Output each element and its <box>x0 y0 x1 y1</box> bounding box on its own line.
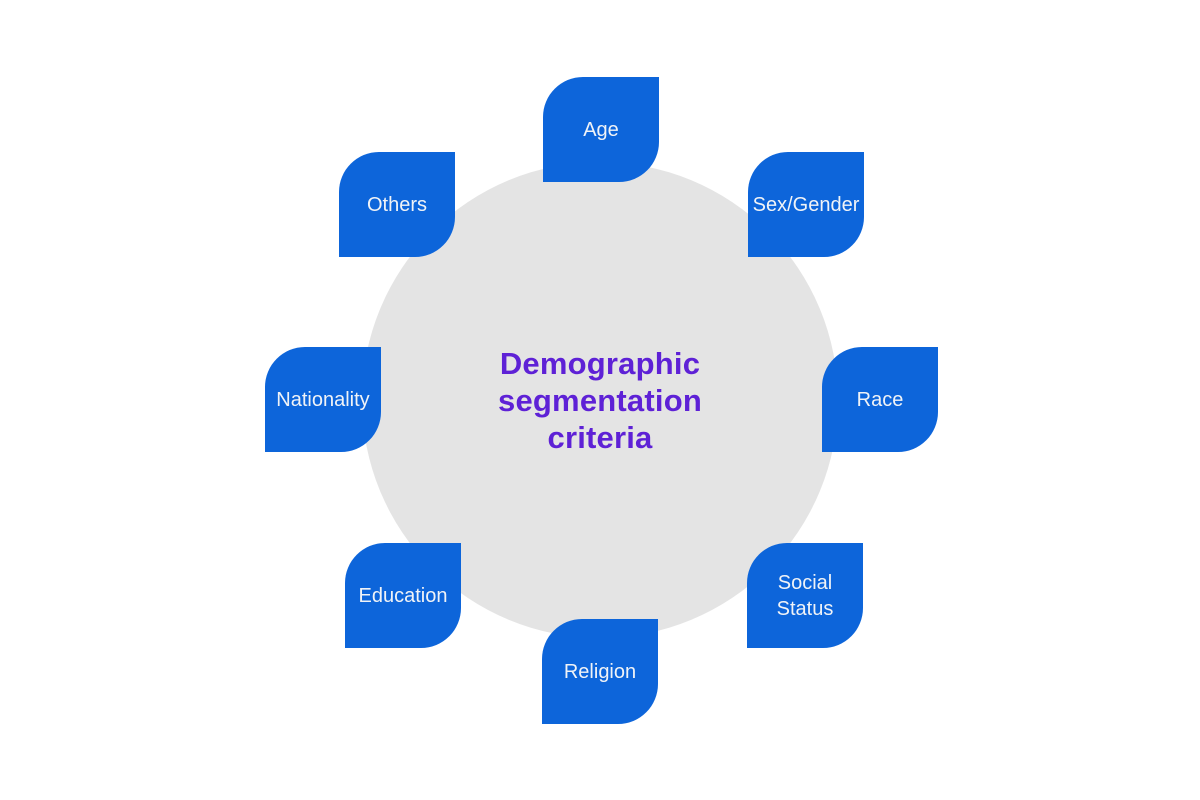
node-nationality-label: Nationality <box>276 388 370 411</box>
node-education: Education <box>345 543 461 648</box>
node-sex-gender: Sex/Gender <box>748 152 864 257</box>
node-religion: Religion <box>542 619 658 724</box>
node-sex-gender-label: Sex/Gender <box>752 193 860 216</box>
node-social-status-label: Social Status <box>776 571 834 620</box>
node-others-label: Others <box>366 193 428 216</box>
diagram-title: Demographic segmentation criteria <box>498 345 702 455</box>
node-race-label: Race <box>856 388 904 411</box>
node-nationality: Nationality <box>265 347 381 452</box>
node-others: Others <box>339 152 455 257</box>
node-education-label: Education <box>358 584 448 607</box>
node-age: Age <box>543 77 659 182</box>
node-social-status: Social Status <box>747 543 863 648</box>
node-age-label: Age <box>583 118 619 141</box>
node-religion-label: Religion <box>563 660 637 683</box>
node-race: Race <box>822 347 938 452</box>
